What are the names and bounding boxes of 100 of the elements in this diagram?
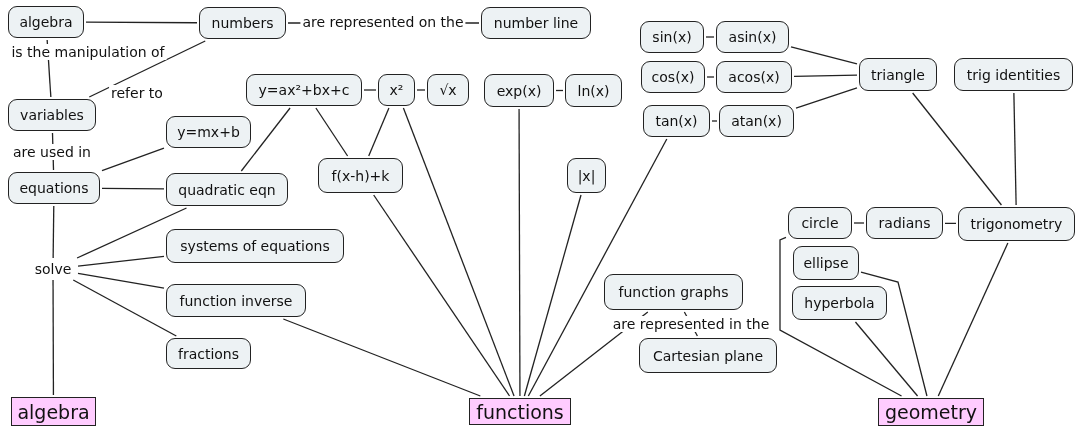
topic-box [878,398,984,426]
concept-label: geometry [884,401,978,423]
concept-box [866,207,943,239]
concept-box [565,74,622,107]
concept-label: algebra [17,400,90,423]
connector-line [711,120,718,122]
concept-box [604,274,743,310]
concept-box [166,173,288,206]
connector-line [860,271,928,397]
concept-box [378,74,415,106]
connector-line [793,74,858,77]
edge-label: refer to [109,85,165,101]
connector-line [101,187,165,190]
concept-box [166,338,251,369]
concept-box [8,99,96,131]
connector-line [315,107,349,157]
concept-box [954,58,1073,91]
edge-label: are represented on the [300,14,466,30]
connector-line [790,46,858,65]
concept-box [8,172,100,204]
connector-line [937,242,1009,397]
concept-box [567,158,606,193]
concept-label: y=mx+b [177,124,240,140]
connector-line [706,76,715,78]
concept-box [859,58,937,91]
connector-line [523,194,582,397]
connector-line [853,222,865,224]
concept-box [719,105,794,137]
concept-box [484,74,554,107]
concept-label: algebra [19,14,73,30]
concept-label: fractions [177,345,240,362]
connector-line [555,89,564,92]
connector-line [416,89,426,91]
concept-label: x² [389,82,404,98]
concept-label: ln(x) [577,82,610,99]
concept-label: equations [19,180,89,196]
connector-line [52,205,55,259]
concept-box [958,207,1075,241]
concept-label: systems of equations [180,238,330,254]
connector-line [795,87,858,109]
concept-box [481,7,591,39]
concept-label: |x| [577,167,596,184]
connector-line [705,36,715,38]
concept-box [639,338,777,373]
connector-line [944,222,957,225]
concept-label: radians [878,215,931,231]
concept-label: ellipse [803,255,849,271]
edge-label: is the manipulation of [9,44,167,60]
topic-box [469,398,571,425]
concept-box [166,284,306,317]
connector-line [85,21,198,24]
connector-line [363,89,377,91]
connector-line [52,279,55,396]
concept-label: triangle [871,66,925,83]
connector-line [912,92,1003,206]
connector-line [77,255,165,267]
concept-box [427,74,469,106]
concept-label: numbers [211,15,274,31]
concept-label: tan(x) [655,113,698,129]
concept-label: function inverse [179,292,293,309]
concept-label: y=ax²+bx+c [258,82,350,98]
concept-label: √x [439,82,457,98]
concept-box [641,61,705,93]
concept-box [246,74,362,106]
connector-line [854,321,919,397]
connector-line [373,194,511,397]
concept-label: trig identities [966,66,1061,83]
concept-label: function graphs [618,284,729,300]
concept-box [716,61,792,93]
concept-label: circle [801,215,839,231]
connector-line [72,279,177,337]
concept-label: sin(x) [652,29,692,45]
concept-label: cos(x) [651,69,695,85]
concept-label: functions [476,400,564,423]
edge-label: are represented in the [610,316,772,332]
concept-box [643,105,710,137]
concept-label: variables [20,107,84,123]
concept-box [166,229,344,263]
concept-box [318,158,403,193]
connector-line [88,40,206,98]
concept-label: trigonometry [970,216,1063,232]
connector-line [77,272,165,289]
concept-label: exp(x) [496,82,542,99]
connector-line [527,138,668,397]
concept-box [716,21,789,53]
concept-label: hyperbola [804,295,875,311]
connector-line [76,207,188,259]
connector-line [368,107,390,157]
connector-line [779,236,903,397]
concept-box [199,7,286,39]
concept-box [640,21,704,53]
edge-label: are used in [11,144,93,160]
connector-line [1013,92,1017,206]
concept-label: f(x-h)+k [331,167,390,184]
connector-line [518,108,521,397]
connector-line [101,147,165,172]
topic-box [11,397,96,426]
concept-box [8,6,84,38]
concept-box [793,246,859,280]
concept-label: asin(x) [728,29,777,45]
